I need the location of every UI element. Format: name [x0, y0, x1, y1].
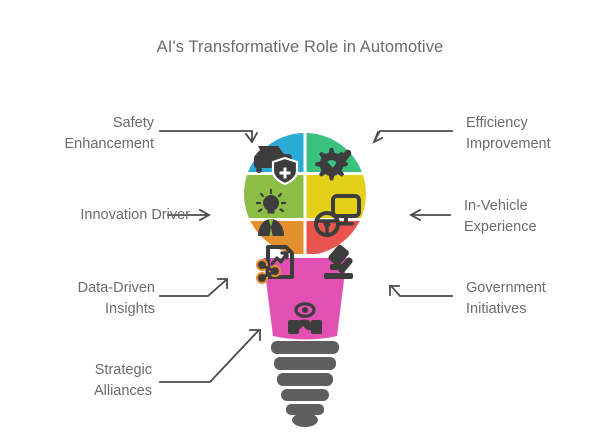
page-title: AI's Transformative Role in Automotive	[156, 38, 444, 56]
label-data-driven-insights[interactable]: Data-Driven Insights	[77, 280, 155, 317]
gear-check-icon	[315, 148, 352, 181]
document-share-chart-icon	[256, 245, 294, 284]
steering-wheel-screen-icon	[314, 194, 361, 237]
arrow-innovation	[167, 208, 211, 222]
car-shield-plus-icon	[254, 146, 299, 186]
arrow-efficiency	[372, 130, 453, 144]
bulb-screw-base	[271, 341, 339, 427]
label-innovation-driver[interactable]: Innovation Driver	[80, 207, 190, 223]
label-efficiency-improvement[interactable]: Efficiency Improvement	[466, 115, 551, 152]
arrow-data-driven	[159, 278, 228, 297]
label-safety-enhancement[interactable]: Safety Enhancement	[64, 115, 154, 152]
bulb-glass-segments	[244, 133, 366, 255]
label-government-initiatives[interactable]: Government Initiatives	[466, 280, 546, 317]
label-strategic-alliances[interactable]: Strategic Alliances	[93, 362, 152, 399]
handshake-eye-icon	[288, 302, 322, 334]
label-in-vehicle-experience[interactable]: In-Vehicle Experience	[464, 198, 537, 235]
arrow-in-vehicle	[409, 208, 451, 222]
neck-separator	[263, 254, 347, 258]
arrow-safety	[159, 130, 259, 144]
person-lightbulb-idea-icon	[255, 188, 287, 236]
gavel-icon	[324, 244, 353, 279]
arrow-government	[389, 284, 453, 297]
arrow-strategic	[159, 328, 261, 383]
